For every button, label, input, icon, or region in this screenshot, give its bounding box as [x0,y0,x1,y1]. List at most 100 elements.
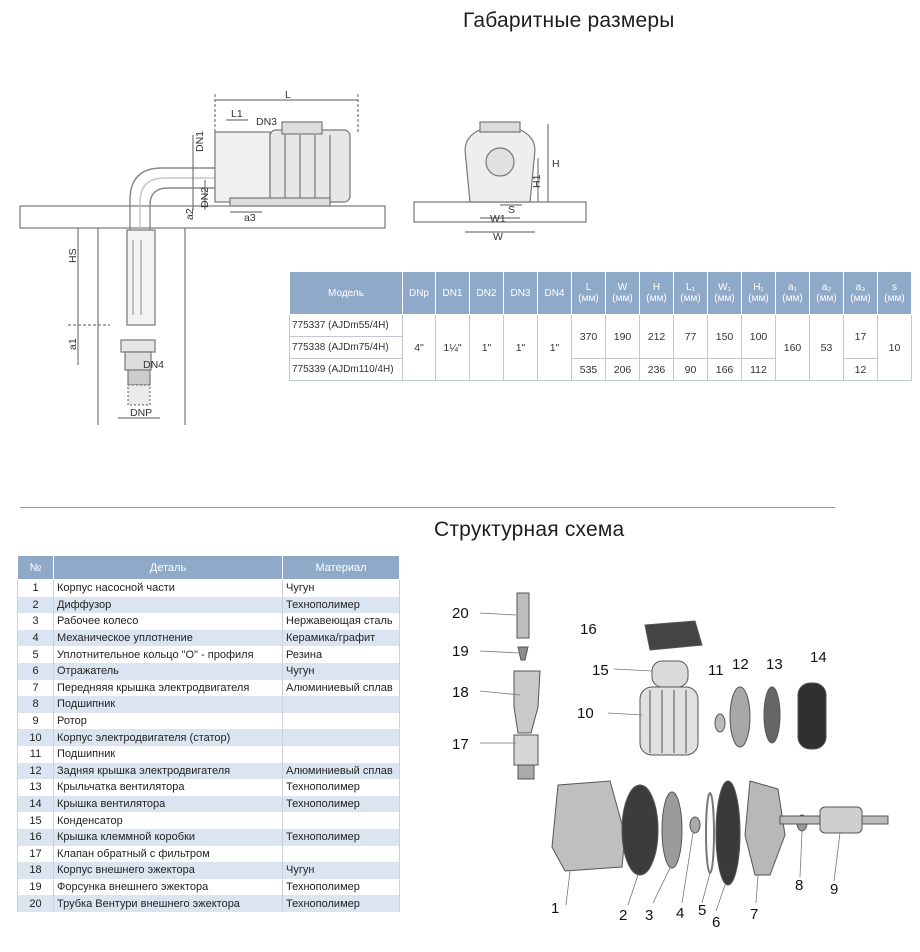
parts-row-part: Рабочее колесо [53,613,283,630]
callout-8: 8 [795,877,803,894]
dims-dn1: 1¼" [435,314,470,381]
dims-l1-small: 77 [673,314,708,359]
parts-header-part: Деталь [53,555,283,580]
label-a3: a3 [244,212,256,224]
dims-header-dn4: DN4 [537,271,572,315]
part-mechanical-seal [689,816,701,834]
dims-header-dnp: DNp [402,271,436,315]
dims-header-dn3: DN3 [503,271,538,315]
label-L: L [285,89,291,101]
parts-row-part: Ротор [53,712,283,730]
parts-row-part: Подшипник [53,745,283,763]
parts-row-part: Конденсатор [53,812,283,829]
dims-header-w1: W₁(мм) [707,271,742,315]
dims-header-a1: a₁(мм) [775,271,810,315]
dims-w-small: 190 [605,314,640,359]
parts-row-part: Отражатель [53,662,283,680]
parts-row-material: Технополимер [282,878,400,896]
callout-6: 6 [712,914,720,931]
dims-header-a2: a₂(мм) [809,271,844,315]
part-pump-casing [551,780,626,872]
dims-l1-large: 90 [673,358,708,381]
dims-header-l1: L₁(мм) [673,271,708,315]
parts-row-number: 8 [17,696,54,713]
label-a2: a2 [184,208,196,220]
parts-row-material: Резина [282,646,400,663]
part-venturi-tube [516,592,530,639]
dims-header-dn1: DN1 [435,271,470,315]
dims-s: 10 [877,314,912,381]
parts-row-number: 9 [17,712,54,730]
parts-row-part: Диффузор [53,596,283,614]
parts-row-number: 18 [17,862,54,879]
parts-row-material: Алюминиевый сплав [282,762,400,780]
parts-row-part: Крышка клеммной коробки [53,828,283,846]
parts-row-number: 12 [17,762,54,780]
callout-2: 2 [619,907,627,924]
parts-header-material: Материал [282,555,400,580]
parts-row-material [282,745,400,763]
parts-row-material: Технополимер [282,895,400,912]
front-view-drawing: H H1 S W1 W [413,121,587,243]
structure-title: Структурная схема [434,518,625,541]
callout-16: 16 [580,621,597,638]
dims-w1-small: 150 [707,314,742,359]
parts-row-part: Уплотнительное кольцо "О" - профиля [53,646,283,663]
label-DN3: DN3 [256,116,277,128]
parts-row-material: Технополимер [282,596,400,614]
part-stator [639,686,699,756]
dims-h-large: 236 [639,358,674,381]
label-W: W [493,231,503,243]
section-divider [20,507,835,508]
part-diffuser [621,784,659,876]
parts-row-material [282,812,400,829]
dims-a2: 53 [809,314,844,381]
label-W1: W1 [490,213,506,225]
dims-dn2: 1" [469,314,504,381]
part-rear-cover [729,686,751,748]
dims-header-model: Модель [289,271,403,315]
parts-row-material: Технополимер [282,795,400,813]
dims-h-small: 212 [639,314,674,359]
parts-row-material [282,696,400,713]
parts-row-material [282,712,400,730]
parts-row-part: Передняяя крышка электродвигателя [53,679,283,697]
dims-a3-large: 12 [843,358,878,381]
callout-9: 9 [830,881,838,898]
parts-row-number: 5 [17,646,54,663]
parts-row-number: 15 [17,812,54,829]
parts-row-number: 6 [17,662,54,680]
dims-header-s: s(мм) [877,271,912,315]
dims-h1-large: 112 [741,358,776,381]
callout-3: 3 [645,907,653,924]
part-check-valve [513,734,539,766]
label-DN2: DN2 [199,187,211,208]
parts-row-number: 16 [17,828,54,846]
callout-11: 11 [708,662,724,679]
parts-row-part: Задняя крышка электродвигателя [53,762,283,780]
callout-17: 17 [452,736,469,753]
part-capacitor [651,660,689,688]
label-H: H [552,158,560,170]
parts-row-number: 10 [17,729,54,746]
parts-row-material: Технополимер [282,828,400,846]
dimensions-table: Модель DNp DN1 DN2 DN3 DN4 L(мм) W(мм) H… [289,271,912,381]
part-front-cover [744,780,786,876]
parts-row-number: 3 [17,613,54,630]
exploded-diagram: 20 19 18 17 16 15 10 11 12 13 14 1 2 3 4… [452,592,889,931]
dims-header-h: H(мм) [639,271,674,315]
part-rear-bearing [714,713,726,733]
part-terminal-cover [644,620,703,651]
